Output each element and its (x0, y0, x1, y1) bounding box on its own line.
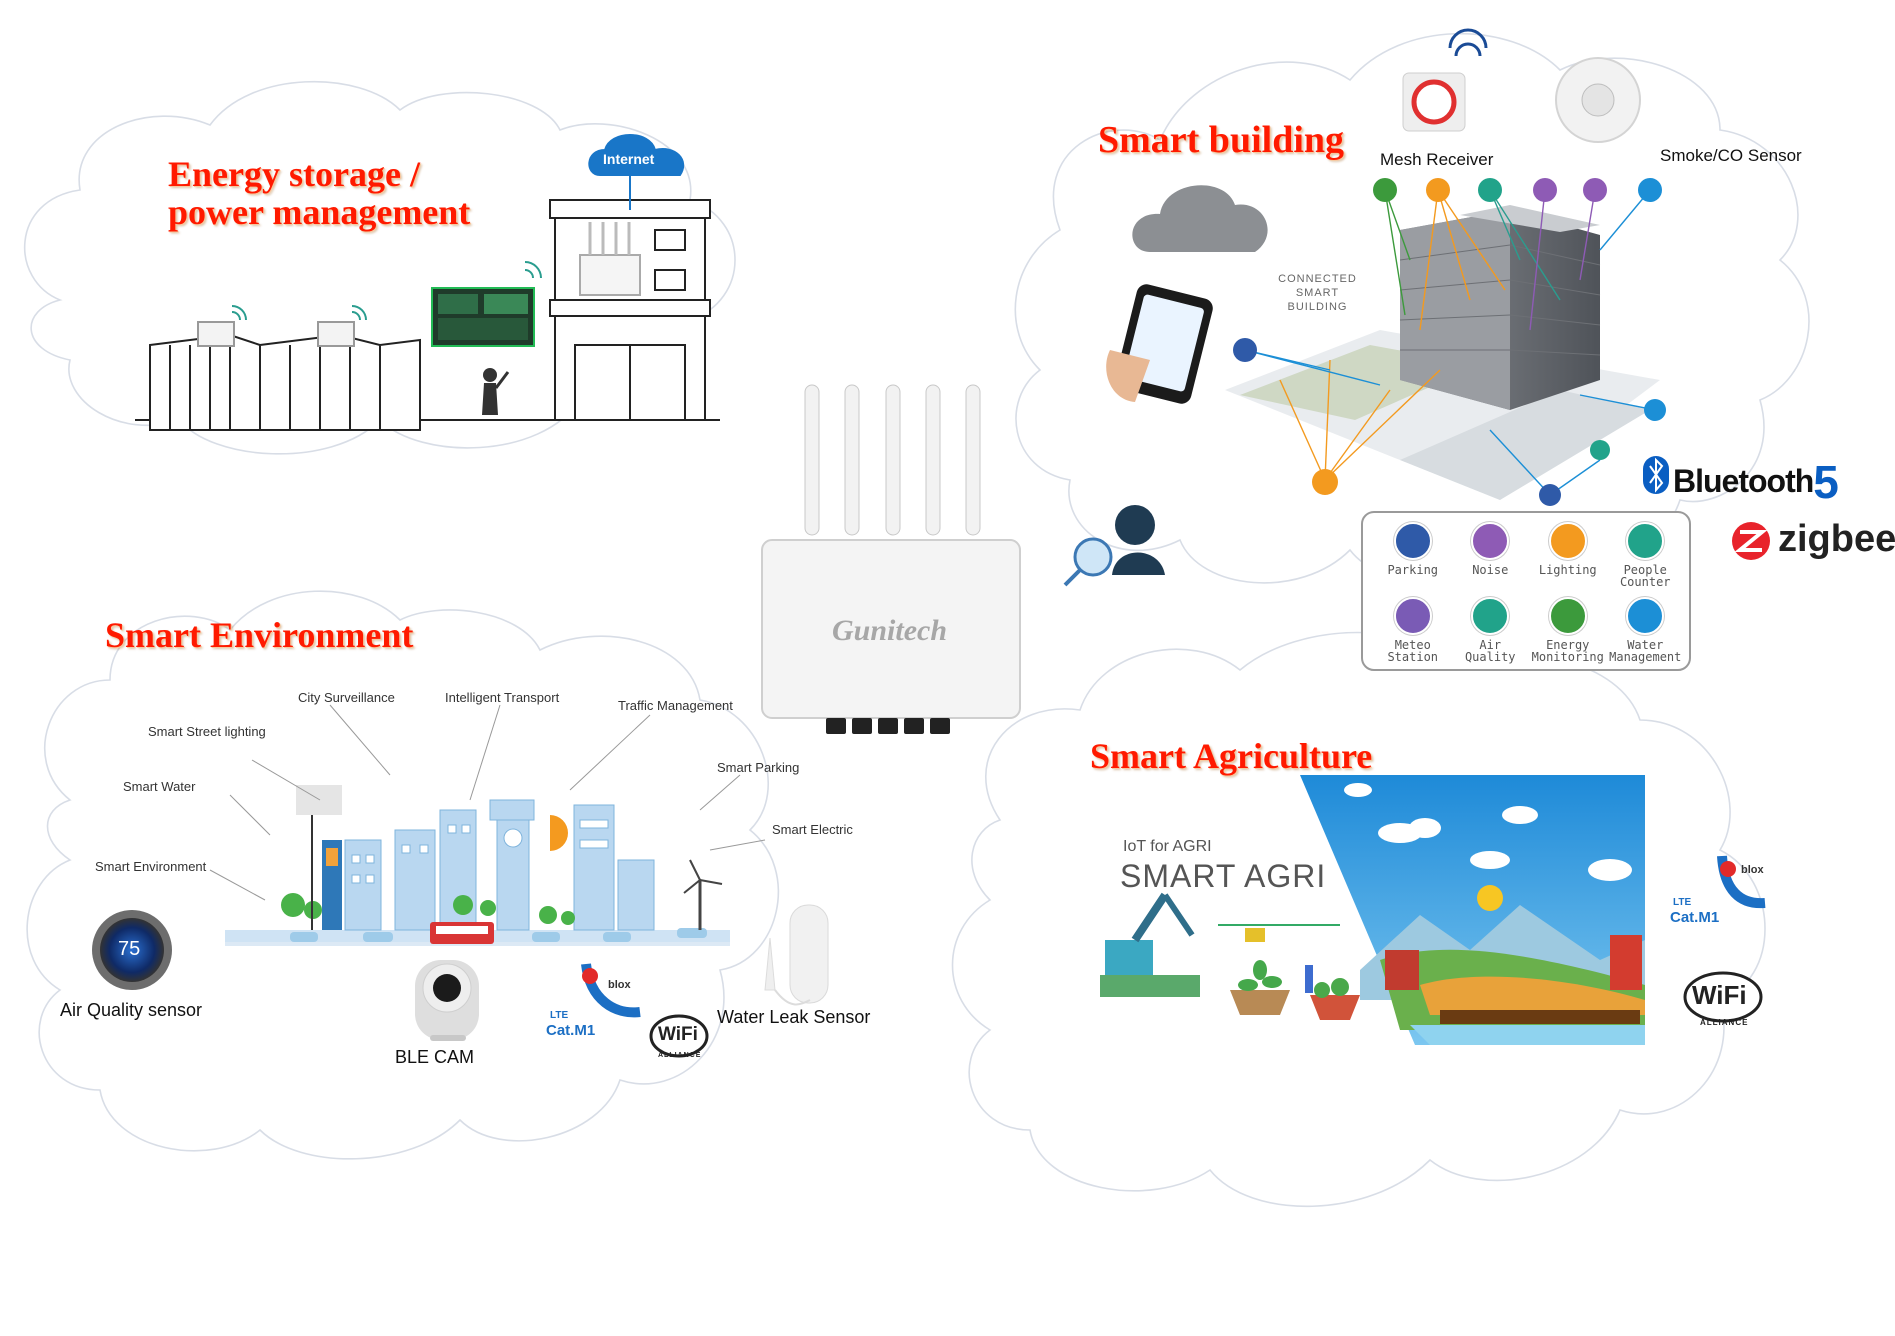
ublox-graphic-agri (1717, 855, 1766, 909)
legend-label-line1: Air (1479, 638, 1502, 652)
building-title: Smart building (1098, 119, 1345, 161)
catm1-label-agri: Cat.M1 (1670, 909, 1720, 926)
iot-for-agri-label: IoT for AGRI (1123, 838, 1212, 855)
smoke-sensor-label: Smoke/CO Sensor (1660, 146, 1802, 165)
gateway-brand: Gunitech (832, 614, 948, 647)
label-smart-electric: Smart Electric (772, 822, 853, 837)
connected-line3: BUILDING (1287, 301, 1348, 313)
label-smart-parking: Smart Parking (717, 760, 800, 775)
legend-label-line1: Energy (1546, 638, 1590, 652)
legend-item: Lighting (1529, 520, 1607, 595)
label-city-surveillance: City Surveillance (298, 690, 395, 705)
legend-label-line2: Station (1387, 650, 1439, 664)
bluetooth-text: Bluetooth (1673, 463, 1814, 499)
ble-cam-graphic (415, 960, 479, 1041)
label-smart-water: Smart Water (123, 779, 196, 794)
gateway-device (761, 384, 1021, 734)
thermostat-graphic (92, 910, 172, 990)
label-smart-environment: Smart Environment (95, 859, 207, 874)
legend-label-line1: Lighting (1538, 563, 1597, 577)
legend-label-line2: Monitoring (1531, 650, 1604, 664)
thermostat-value: 75 (118, 938, 141, 960)
catm1-label-env: Cat.M1 (546, 1022, 596, 1039)
zigbee-logo-graphic (1732, 522, 1770, 560)
wifi-graphic-agri (1683, 971, 1763, 1023)
legend-label-line1: Meteo (1394, 638, 1431, 652)
ublox-label-env: blox (608, 979, 631, 991)
wifi-alliance-env: ALLIANCE (658, 1052, 702, 1059)
label-street-lighting: Smart Street lighting (148, 724, 266, 739)
legend-label-line1: People (1623, 563, 1667, 577)
water-leak-sensor-label: Water Leak Sensor (717, 1007, 871, 1027)
legend-label-line2: Quality (1464, 650, 1516, 664)
zigbee-label: zigbee (1778, 518, 1895, 560)
energy-monitoring-icon (1548, 597, 1587, 635)
label-traffic-management: Traffic Management (618, 698, 733, 713)
legend-label-line1: Parking (1387, 563, 1439, 577)
bluetooth-label: Bluetooth5 (1673, 455, 1839, 509)
connected-smart-building-label: CONNECTED SMART BUILDING (1275, 272, 1360, 314)
legend-label-line1: Noise (1472, 563, 1509, 577)
meteo-icon (1393, 597, 1432, 635)
bluetooth-logo-graphic (1643, 456, 1669, 494)
smart-city-illustration (209, 704, 766, 946)
label-intelligent-transport: Intelligent Transport (445, 690, 560, 705)
lighting-icon (1548, 522, 1587, 560)
legend-item: Noise (1452, 520, 1530, 595)
water-leak-sensor-graphic (764, 904, 829, 1006)
ublox-label-agri: blox (1741, 864, 1764, 876)
energy-title-line1: Energy storage / (168, 154, 420, 194)
wifi-graphic-env (649, 1014, 709, 1058)
smart-agri-label: SMART AGRI (1120, 858, 1327, 894)
water-icon (1626, 597, 1665, 635)
ublox-graphic-env (581, 963, 641, 1018)
environment-cloud-outline (26, 590, 780, 1160)
legend-label-line1: Water (1627, 638, 1664, 652)
internet-label: Internet (603, 151, 655, 167)
ble-cam-label: BLE CAM (395, 1047, 475, 1067)
legend-item: Parking (1374, 520, 1452, 595)
bluetooth-version: 5 (1813, 456, 1839, 508)
environment-title: Smart Environment (105, 615, 414, 655)
lte-label-env: LTE (550, 1010, 569, 1021)
energy-storage-illustration (135, 134, 720, 431)
wifi-label-env: WiFi (658, 1024, 698, 1045)
energy-title-line2: power management (168, 192, 471, 232)
connected-line1: CONNECTED (1278, 273, 1357, 285)
energy-wifi-icons (231, 261, 542, 321)
parking-icon (1393, 522, 1432, 560)
legend-label-line2: Management (1609, 650, 1682, 664)
lte-label-agri: LTE (1673, 897, 1692, 908)
building-cloud-outline (1014, 32, 1810, 585)
wifi-alliance-agri: ALLIANCE (1700, 1018, 1749, 1027)
agriculture-cloud-outline (951, 631, 1766, 1208)
agriculture-title: Smart Agriculture (1090, 736, 1373, 776)
wifi-label-agri: WiFi (1692, 980, 1747, 1010)
noise-icon (1471, 522, 1510, 560)
smart-building-illustration (1063, 28, 1691, 671)
people-counter-icon (1626, 522, 1665, 560)
connected-line2: SMART (1295, 287, 1340, 299)
air-quality-sensor-label: Air Quality sensor (60, 1000, 203, 1020)
smart-agriculture-illustration (1100, 775, 1645, 1045)
legend-label-line2: Counter (1619, 575, 1671, 589)
mesh-receiver-label: Mesh Receiver (1380, 150, 1494, 169)
air-quality-icon (1471, 597, 1510, 635)
